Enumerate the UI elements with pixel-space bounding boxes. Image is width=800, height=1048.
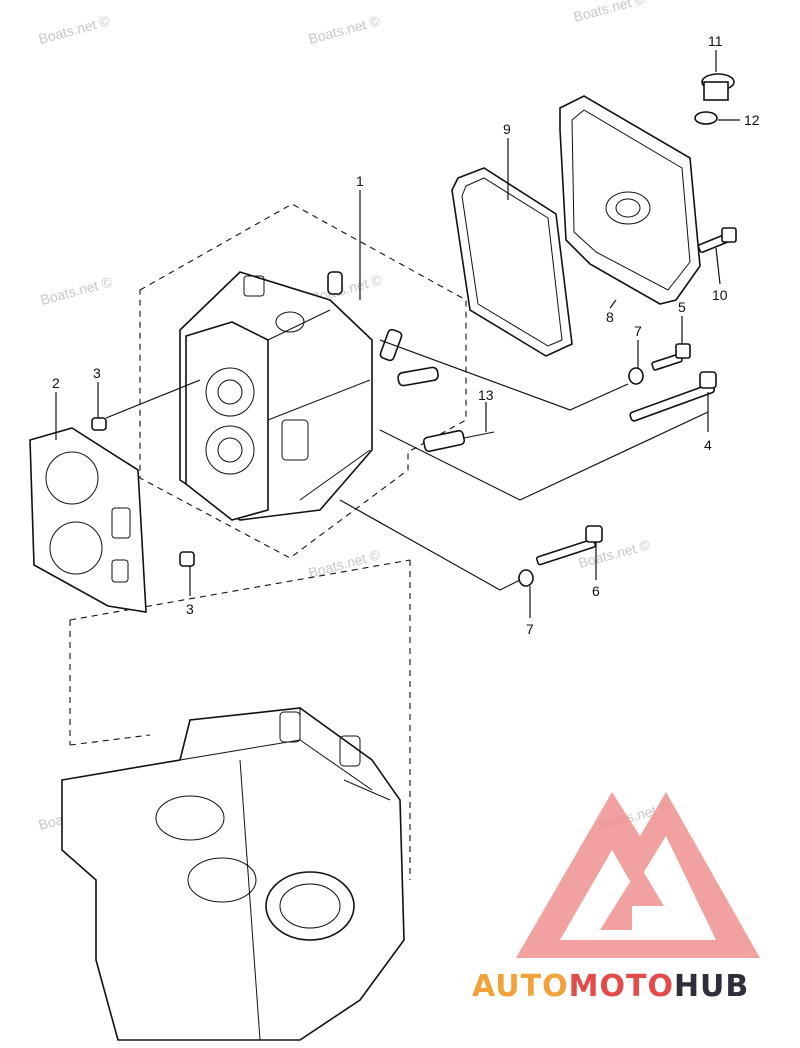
triangle-logo-icon: [516, 792, 760, 958]
callout-6: 6: [592, 583, 600, 599]
callout-7-lower: 7: [526, 621, 534, 637]
bolt-lower: [535, 525, 603, 566]
o-ring: [694, 111, 718, 125]
leader-lines: [55, 50, 740, 618]
callout-10: 10: [712, 287, 728, 303]
temperature-sensor: [422, 429, 495, 453]
dowel-pin-lower: [179, 551, 195, 567]
callout-7-upper: 7: [634, 323, 642, 339]
head-bolt-long: [629, 371, 717, 422]
washer-upper: [628, 367, 644, 385]
washer-lower: [518, 569, 534, 587]
callout-1: 1: [356, 173, 364, 189]
callout-12: 12: [744, 112, 760, 128]
callout-13: 13: [478, 387, 494, 403]
callout-8: 8: [606, 309, 614, 325]
watermark: Boats.net ©: [307, 12, 383, 47]
dowel-pin-upper: [91, 417, 107, 431]
cylinder-head: [179, 271, 373, 521]
valve-guide: [327, 271, 439, 387]
watermark: Boats.net ©: [39, 273, 115, 308]
callout-3-lower: 3: [186, 601, 194, 617]
brand-logo: AUTOMOTOHUB: [472, 792, 760, 1004]
oil-filler-cap: [701, 73, 735, 101]
bolt-short-upper: [651, 343, 691, 371]
cylinder-head-cover: [559, 95, 701, 305]
engine-block: [61, 707, 405, 1041]
callout-3-upper: 3: [93, 365, 101, 381]
brand-part-moto: MOTO: [569, 969, 674, 1004]
watermark: Boats.net ©: [572, 0, 648, 25]
callouts: 1 2 3 3 4 5 6 7 7 8 9 10 11 12 13: [52, 33, 760, 637]
callout-4: 4: [704, 437, 712, 453]
watermark: Boats.net ©: [37, 12, 113, 47]
assembly-outline: [139, 203, 467, 559]
watermark: Boats.net ©: [307, 546, 383, 581]
callout-11: 11: [708, 33, 723, 49]
callout-9: 9: [503, 121, 511, 137]
callout-5: 5: [678, 299, 686, 315]
cover-gasket: [451, 167, 573, 357]
guide-line-left: [69, 559, 411, 746]
brand-part-hub: HUB: [674, 969, 749, 1004]
callout-2: 2: [52, 375, 60, 391]
brand-wordmark: AUTOMOTOHUB: [472, 969, 749, 1004]
head-gasket: [29, 427, 147, 613]
cover-bolt: [697, 227, 737, 254]
brand-part-auto: AUTO: [472, 969, 569, 1004]
